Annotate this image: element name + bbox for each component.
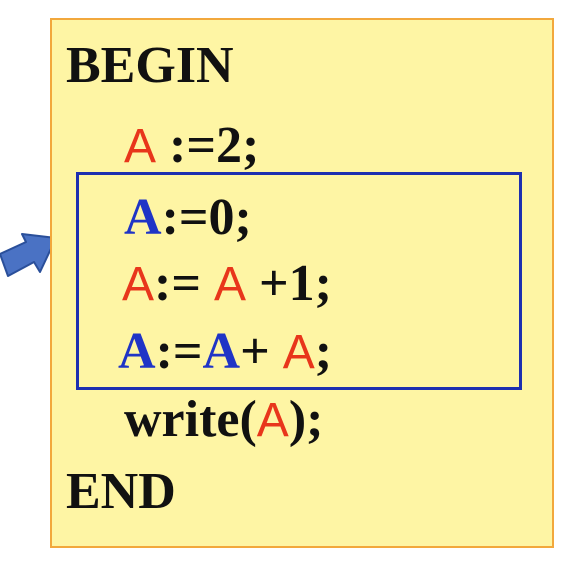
code-line-increment: A:= A +1;	[122, 258, 332, 310]
variable-a: A	[124, 189, 162, 246]
keyword-begin: BEGIN	[66, 40, 234, 92]
highlighted-block-frame	[76, 172, 522, 390]
begin-text: BEGIN	[66, 37, 234, 94]
code-text: +	[240, 323, 283, 380]
end-text: END	[66, 463, 176, 520]
code-text: :=	[154, 255, 214, 312]
variable-a: A	[213, 258, 246, 311]
variable-a: A	[122, 258, 155, 311]
code-line-assign-0: A:=0;	[124, 192, 252, 244]
code-text: write(	[124, 391, 257, 448]
code-text: :=2;	[156, 117, 260, 174]
variable-a: A	[282, 326, 315, 379]
variable-a: A	[202, 323, 241, 380]
variable-a: A	[118, 323, 156, 380]
code-line-double: A:=A+ A;	[118, 326, 332, 378]
code-text: );	[288, 391, 324, 448]
code-line-write: write(A);	[124, 394, 323, 446]
variable-a: A	[124, 120, 157, 173]
code-text: +1;	[245, 255, 332, 312]
code-text: :=	[155, 323, 203, 380]
code-text: ;	[314, 323, 333, 380]
keyword-end: END	[66, 466, 176, 518]
variable-a: A	[256, 394, 289, 447]
code-line-assign-2: A :=2;	[124, 120, 259, 172]
code-text: :=0;	[161, 189, 252, 246]
code-panel	[50, 18, 554, 548]
arrow-pointing-right-icon	[0, 233, 57, 277]
